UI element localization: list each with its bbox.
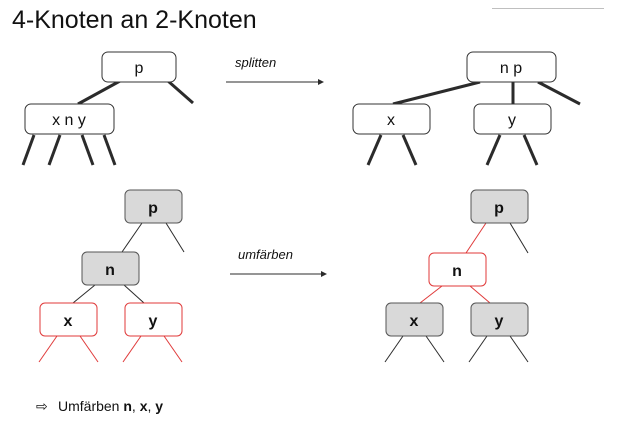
node-xny-label: x n y <box>52 112 86 129</box>
bullet-item-x: x <box>139 398 148 414</box>
edge-p-xny <box>77 79 121 106</box>
node-n-gray-label: n <box>105 262 115 279</box>
top-right-tree: n p x y <box>352 51 581 166</box>
umfaerben-arrow: umfärben <box>230 247 327 277</box>
edge-y-gray-left <box>468 335 488 363</box>
edge-n-y-right <box>469 285 491 304</box>
edge-n-x-left <box>72 284 96 304</box>
edge-np-x <box>392 80 481 106</box>
node-x-top <box>352 103 431 135</box>
slide-title: 4-Knoten an 2-Knoten <box>12 6 257 34</box>
edge-y-red-left <box>122 335 142 363</box>
node-np-label: n p <box>500 60 522 77</box>
node-y-top <box>473 103 552 135</box>
edge-x-gray-right <box>425 335 445 363</box>
node-p-gray <box>124 189 183 224</box>
edge-y-gray-right <box>509 335 529 363</box>
decorative-line <box>492 8 604 9</box>
bullet-item-n: n <box>123 398 132 414</box>
edge-x-left <box>366 134 383 166</box>
node-x-red <box>39 302 98 337</box>
edge-n-x-right <box>419 285 443 304</box>
edge-x-red-left <box>38 335 58 363</box>
edge-xny-4 <box>102 134 117 166</box>
bottom-right-tree: p n x y <box>384 189 529 363</box>
node-p-label: p <box>135 60 144 77</box>
bottom-left-tree: p n x y <box>38 189 185 363</box>
node-x-gray-label: x <box>410 313 419 330</box>
edge-p-right-right <box>509 222 529 254</box>
edge-p-right-left <box>165 222 185 253</box>
bullet-item-y: y <box>155 398 164 414</box>
splitten-label: splitten <box>235 55 276 70</box>
node-xny <box>24 103 115 135</box>
bullet-sep-1: , <box>131 398 140 414</box>
edge-p-right <box>167 79 194 105</box>
bullet-sep-2: , <box>147 398 156 414</box>
edge-x-right <box>401 134 418 166</box>
node-p-gray-label: p <box>148 200 158 217</box>
edge-p-n-left <box>121 222 143 253</box>
edge-n-y-left <box>123 284 145 304</box>
edge-x-gray-left <box>384 335 404 363</box>
edge-p-n-right <box>465 222 487 254</box>
node-n-red-label: n <box>452 263 462 280</box>
right-arrow-outline-icon: ⇨ <box>36 398 48 414</box>
splitten-arrow: splitten <box>226 55 324 85</box>
bullet-line: ⇨ Umfärben n, x, y <box>36 398 163 415</box>
edge-x-red-right <box>79 335 99 363</box>
bullet-text: Umfärben <box>58 398 120 414</box>
edge-xny-3 <box>80 134 95 166</box>
node-y-top-label: y <box>508 112 516 129</box>
edge-y-left <box>485 134 502 166</box>
edge-xny-1 <box>21 134 36 166</box>
node-np <box>466 51 557 83</box>
node-x-top-label: x <box>387 112 395 129</box>
node-y-gray <box>470 302 529 337</box>
node-p-gray-right <box>470 189 529 224</box>
top-left-tree: p x n y <box>21 51 194 166</box>
node-y-gray-label: y <box>495 313 504 330</box>
umfaerben-label: umfärben <box>238 247 293 262</box>
node-p <box>101 51 177 83</box>
node-n-red <box>428 252 487 287</box>
edge-y-red-right <box>163 335 183 363</box>
node-x-red-label: x <box>64 313 73 330</box>
edge-y-right <box>522 134 539 166</box>
node-y-red-label: y <box>149 313 158 330</box>
node-x-gray <box>385 302 444 337</box>
edge-xny-2 <box>47 134 62 166</box>
edge-np-right <box>537 80 581 106</box>
node-p-gray-right-label: p <box>494 200 504 217</box>
node-y-red <box>124 302 183 337</box>
node-n-gray <box>81 251 140 286</box>
